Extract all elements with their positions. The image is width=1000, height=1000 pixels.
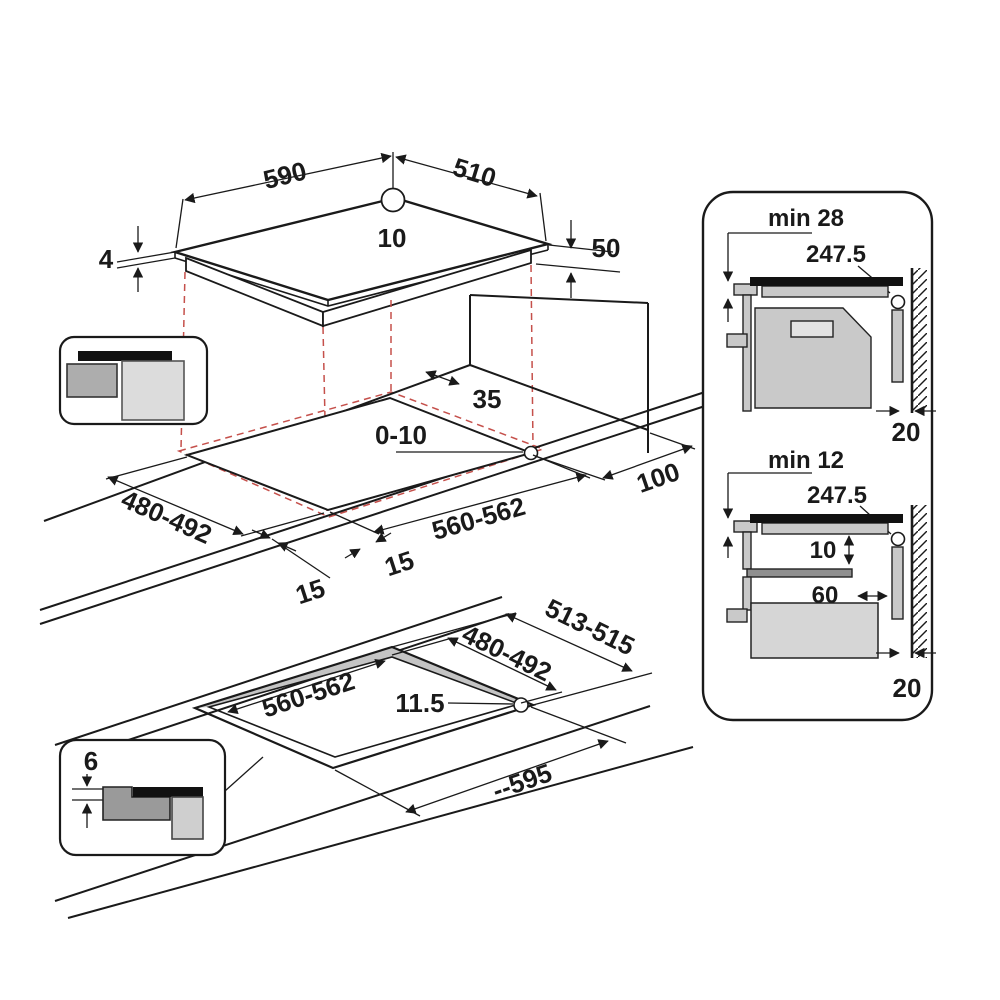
oven-shape xyxy=(754,307,872,409)
dim-glass-overlap: 0-10 xyxy=(375,420,427,450)
drawer-shape xyxy=(750,602,879,659)
label-min-28: min 28 xyxy=(768,205,844,232)
wall-hatch-top xyxy=(913,268,927,413)
dim-cutout-width: 560-562 xyxy=(429,491,529,546)
label-min-12: min 12 xyxy=(768,447,844,474)
dim-wall-gap-top: 20 xyxy=(892,417,921,447)
cable-ring-bottom xyxy=(890,531,906,547)
inset-oven-box xyxy=(66,363,118,398)
dim-flush-inner-depth: 480-492 xyxy=(457,619,556,688)
inner-rim xyxy=(206,656,522,758)
dim-margin-front: 15 xyxy=(381,545,418,582)
shelf-bar xyxy=(746,568,853,578)
hob-top-view: 590 510 10 4 50 xyxy=(99,152,621,328)
dim-hob-depth: 510 xyxy=(449,152,499,193)
inset-cabinet-box xyxy=(121,360,185,421)
dim-margin-left: 15 xyxy=(292,573,329,610)
dim-bottom-gap: 10 xyxy=(810,537,837,564)
dim-wall-gap-bottom: 20 xyxy=(893,673,922,703)
cutout-corner-marker xyxy=(523,445,539,461)
dim-recess-depth: 6 xyxy=(84,746,98,776)
dim-flush-outer-depth: 513-515 xyxy=(540,593,639,662)
dim-rear-clearance: 35 xyxy=(473,384,502,414)
dim-hole-offset: 10 xyxy=(378,223,407,253)
hob-body-section xyxy=(761,285,889,298)
rim-corner-marker xyxy=(513,697,529,713)
dim-hob-width: 590 xyxy=(260,155,309,195)
hob-glass-section xyxy=(750,277,903,286)
recess-inset: 6 xyxy=(58,738,227,857)
wall-hatch-bottom xyxy=(913,505,927,658)
dim-glass-thickness: 4 xyxy=(99,244,114,274)
oven-vent xyxy=(790,320,834,338)
section-oven-below: min 28 247.5 20 xyxy=(722,205,936,447)
dim-overall-width: --595 xyxy=(488,757,555,805)
cable-ring-top xyxy=(890,294,906,310)
worktop-cutout-view: 0-10 35 100 480-492 560-562 15 15 xyxy=(39,294,706,625)
dim-body-height: 50 xyxy=(592,233,621,263)
side-sections-panel: min 28 247.5 20 min 12 xyxy=(701,190,936,722)
dim-ledge: 11.5 xyxy=(395,688,444,718)
inset-hob-body xyxy=(171,796,204,840)
hole-marker xyxy=(380,187,406,213)
section-drawer-below: min 12 247.5 10 60 20 xyxy=(722,447,936,703)
label-cable-bottom: 247.5 xyxy=(807,482,867,509)
dim-side-clearance: 100 xyxy=(633,456,684,498)
label-cable-top: 247.5 xyxy=(806,241,866,268)
rear-wall xyxy=(469,294,649,453)
overlap-inset xyxy=(58,335,209,426)
dim-cutout-depth: 480-492 xyxy=(117,484,216,550)
cutout-outline xyxy=(183,396,535,512)
inset-glass-flush xyxy=(133,787,203,797)
inset-glass-bar xyxy=(78,351,172,361)
